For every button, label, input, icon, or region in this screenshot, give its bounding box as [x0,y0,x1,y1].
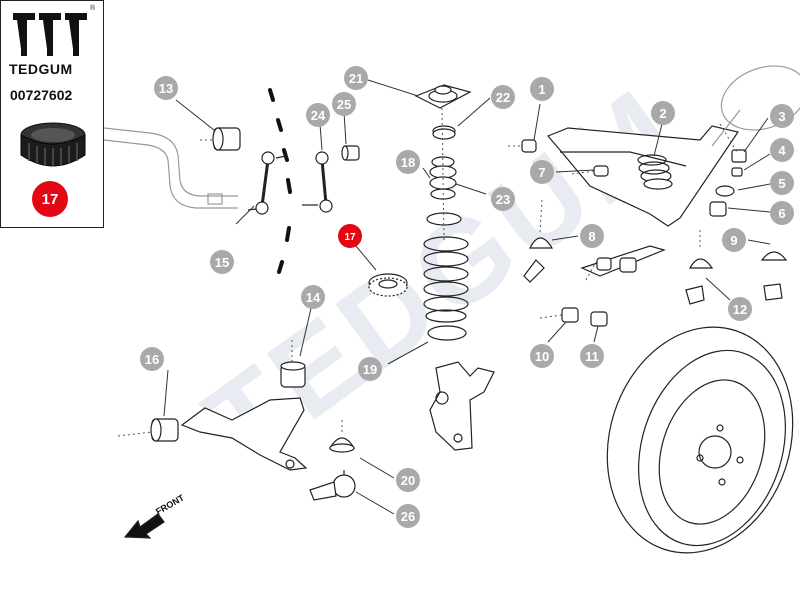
brand-logo [13,13,87,56]
label-21: 21 [344,66,368,90]
front-label: FRONT [154,492,186,516]
label-7: 7 [530,160,554,184]
svg-text:13: 13 [159,81,173,96]
label-14: 14 [301,285,325,309]
small-bush-7 [593,165,609,177]
svg-text:21: 21 [349,71,363,86]
rear-axle-beam [546,125,739,227]
svg-text:3: 3 [778,109,785,124]
svg-text:17: 17 [344,232,356,243]
small-bush-4 [731,167,743,177]
rear-bump-stop [637,154,673,190]
svg-text:11: 11 [585,349,599,364]
label-5: 5 [770,171,794,195]
strut-top-mount [414,84,472,109]
label-2: 2 [651,101,675,125]
label-4: 4 [770,138,794,162]
strut-bearing-part-17 [368,273,408,297]
wheel [606,326,794,554]
label-9: 9 [722,228,746,252]
label-24: 24 [306,103,330,127]
washer-5 [715,185,735,197]
stabilizer-link-right [302,151,333,213]
label-11: 11 [580,344,604,368]
arm-bush-11 [590,311,608,327]
link-bush [341,145,360,161]
coil-spring [423,236,469,323]
svg-text:15: 15 [215,255,229,270]
svg-text:10: 10 [535,349,549,364]
axle-bush [521,139,537,153]
article-number: 00727602 [10,87,73,103]
separator-line [268,88,292,274]
small-bush-3 [731,149,747,163]
lower-arm-front-bush [150,418,179,442]
ball-joint-boot-rear [685,251,788,305]
svg-text:14: 14 [306,290,321,305]
svg-text:19: 19 [363,362,377,377]
svg-text:8: 8 [588,229,595,244]
part-number-badge: 17 [32,181,68,217]
svg-text:22: 22 [496,90,510,105]
svg-text:7: 7 [538,165,545,180]
label-22: 22 [491,85,515,109]
label-17-highlighted: 17 [338,224,362,248]
svg-text:18: 18 [401,155,415,170]
svg-text:20: 20 [401,473,415,488]
ball-joint [309,470,356,501]
label-18: 18 [396,150,420,174]
label-6: 6 [770,201,794,225]
label-26: 26 [396,504,420,528]
svg-text:25: 25 [337,97,351,112]
label-12: 12 [728,297,752,321]
label-16: 16 [140,347,164,371]
stabilizer-bush [212,127,241,151]
label-3: 3 [770,104,794,128]
label-20: 20 [396,468,420,492]
registered-mark: ® [90,5,96,12]
svg-text:1: 1 [538,82,545,97]
rear-trailing-arm [580,245,666,277]
label-10: 10 [530,344,554,368]
part-number-labels: 1 2 3 4 5 6 7 8 9 10 11 12 13 14 15 16 1… [140,66,794,528]
product-info-panel: ® TEDGUM 00727602 17 [0,0,104,228]
svg-text:16: 16 [145,352,159,367]
svg-text:5: 5 [778,176,785,191]
svg-text:9: 9 [730,233,737,248]
stabilizer-bar [103,127,238,209]
label-25: 25 [332,92,356,116]
product-thumbnail [20,122,86,167]
spring-seat-lower [427,325,467,341]
stabilizer-link-left [247,151,287,215]
small-bush-6 [709,201,727,217]
label-13: 13 [154,76,178,100]
label-8: 8 [580,224,604,248]
tie-rod-end-boot [523,237,554,283]
brand-name: TEDGUM [9,61,73,77]
label-15: 15 [210,250,234,274]
lower-arm-rear-bush [280,361,306,388]
steering-knuckle [429,361,495,451]
svg-text:23: 23 [496,192,510,207]
steering-wheel [711,65,800,147]
svg-text:2: 2 [659,106,666,121]
top-bearing [432,125,456,140]
svg-text:26: 26 [401,509,415,524]
svg-text:6: 6 [778,206,785,221]
leader-lines [163,79,771,515]
svg-text:4: 4 [778,143,786,158]
arm-bush-10 [561,307,579,323]
assembly-guides [117,107,739,437]
ball-joint-boot [328,437,356,453]
front-direction-arrow [123,513,165,539]
label-19: 19 [358,357,382,381]
svg-text:12: 12 [733,302,747,317]
label-23: 23 [491,187,515,211]
lower-control-arm [180,397,308,471]
svg-text:24: 24 [311,108,326,123]
label-1: 1 [530,77,554,101]
